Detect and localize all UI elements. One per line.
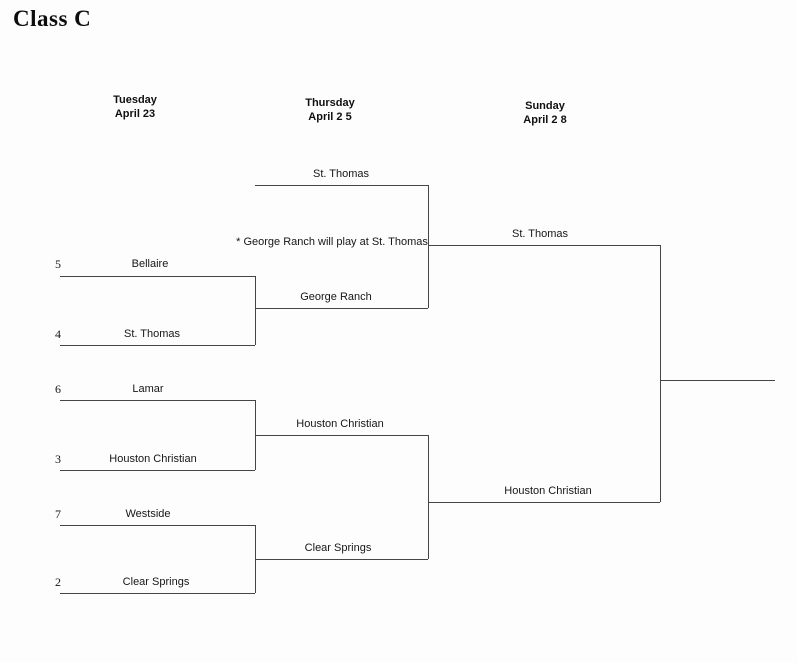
game2-bottom-team-label: Houston Christian <box>109 453 197 465</box>
game3-top-team-label: Westside <box>125 508 171 520</box>
game3-bottom-team-label: Clear Springs <box>122 576 190 588</box>
champion-line <box>660 380 775 381</box>
final-top-team-label: St. Thomas <box>511 228 569 240</box>
round1-date-label: April 23 <box>114 108 156 120</box>
round3-date-label: April 2 8 <box>523 114 567 126</box>
venue-note: * George Ranch will play at St. Thomas <box>236 236 428 248</box>
game1-bottom-seed: 4 <box>55 327 61 341</box>
game1-top-seed: 5 <box>55 257 61 271</box>
game2-bottom-seed: 3 <box>55 452 61 466</box>
round2-date-label: April 2 5 <box>308 111 352 123</box>
round3-day-label: Sunday <box>525 100 565 112</box>
game3-top-line <box>60 525 255 526</box>
round2-day-label: Thursday <box>305 97 355 109</box>
semifinal1-connector-line <box>428 185 429 308</box>
game1-top-line <box>60 276 255 277</box>
semifinal1-winner-line <box>428 245 660 246</box>
semifinal2-top-line <box>255 435 428 436</box>
semifinal2-bottom-team-label: Clear Springs <box>304 542 372 554</box>
semifinal1-bottom-team-label: George Ranch <box>300 291 372 303</box>
page-title: Class C <box>13 6 92 31</box>
game3-top-seed: 7 <box>55 507 61 521</box>
game2-top-seed: 6 <box>55 382 61 396</box>
semifinal2-winner-line <box>428 502 660 503</box>
semifinal1-top-team-label: St. Thomas <box>312 168 370 180</box>
game2-top-team-label: Lamar <box>132 383 164 395</box>
game1-bottom-team-label: St. Thomas <box>123 328 181 340</box>
game1-bottom-line <box>60 345 255 346</box>
column-header-round3: Sunday April 2 8 <box>523 99 566 127</box>
final-bottom-team-label: Houston Christian <box>504 485 592 497</box>
semifinal2-bottom-line <box>255 559 428 560</box>
game3-bottom-seed: 2 <box>55 575 61 589</box>
semifinal1-top-line <box>255 185 428 186</box>
semifinal2-top-team-label: Houston Christian <box>296 418 384 430</box>
column-header-round1: Tuesday April 23 <box>113 93 157 121</box>
game3-bottom-line <box>60 593 255 594</box>
final-connector-line <box>660 245 661 502</box>
game2-bottom-line <box>60 470 255 471</box>
game1-connector-line <box>255 276 256 345</box>
semifinal1-bottom-line <box>255 308 428 309</box>
semifinal2-connector-line <box>428 435 429 559</box>
round1-day-label: Tuesday <box>113 94 157 106</box>
game1-top-team-label: Bellaire <box>131 258 169 270</box>
column-header-round2: Thursday April 2 5 <box>305 96 355 124</box>
game2-top-line <box>60 400 255 401</box>
